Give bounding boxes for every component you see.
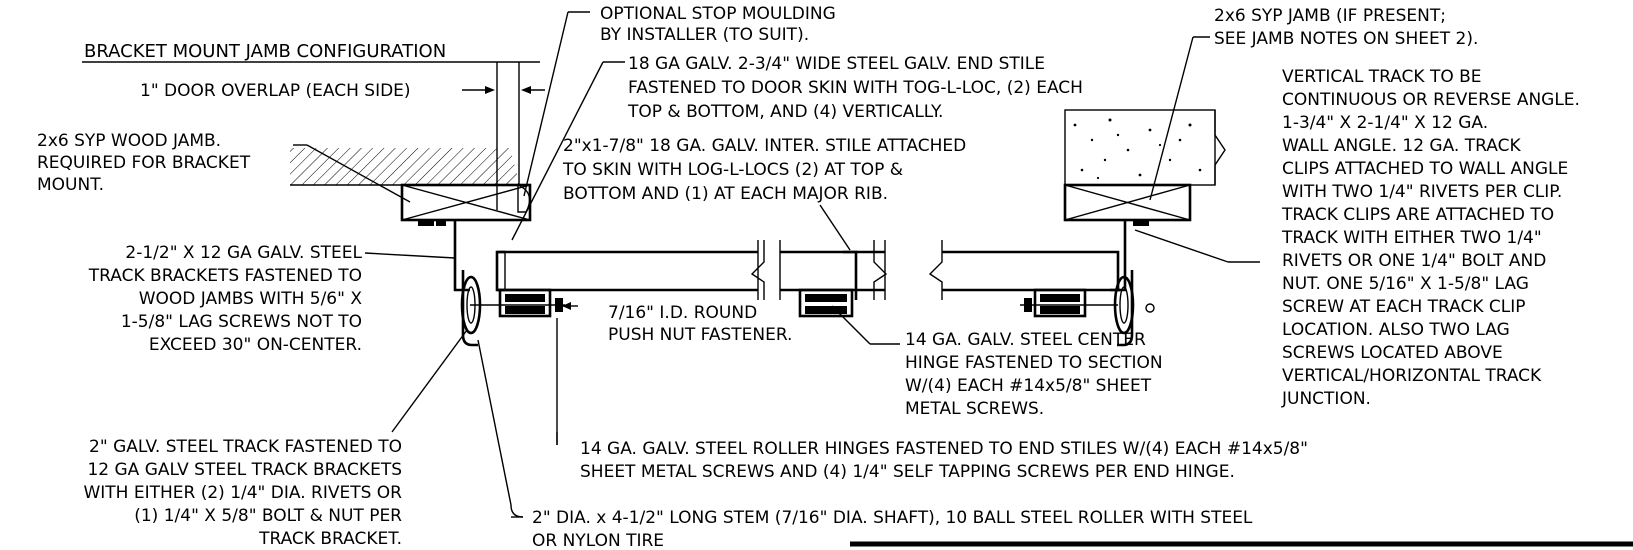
callout-line: MOUNT. [37,175,104,195]
callout-door-overlap: 1" DOOR OVERLAP (EACH SIDE) [140,81,411,101]
callout-line: 18 GA GALV. 2-3/4" WIDE STEEL GALV. END … [628,54,1045,74]
callout-line: WALL ANGLE. 12 GA. TRACK [1282,136,1521,156]
callout-roller: 2" DIA. x 4-1/2" LONG STEM (7/16" DIA. S… [532,508,1253,550]
callout-line: SCREWS LOCATED ABOVE [1282,343,1503,363]
callout-push-nut: 7/16" I.D. ROUND PUSH NUT FASTENER. [608,303,792,345]
callout-line: CONTINUOUS OR REVERSE ANGLE. [1282,90,1580,110]
callout-line: TRACK BRACKET. [258,529,402,549]
callout-line: OR NYLON TIRE [532,531,664,550]
right-wood-jamb [1063,183,1192,222]
callout-line: TO SKIN WITH LOG-L-LOCS (2) AT TOP & [562,160,903,180]
callout-roller-hinges: 14 GA. GALV. STEEL ROLLER HINGES FASTENE… [580,439,1308,482]
callout-line: 2" DIA. x 4-1/2" LONG STEM (7/16" DIA. S… [532,508,1253,528]
callout-vertical-track: VERTICAL TRACK TO BE CONTINUOUS OR REVER… [1281,67,1580,409]
callout-line: 14 GA. GALV. STEEL CENTER [905,330,1146,350]
callout-line: 12 GA GALV STEEL TRACK BRACKETS [87,460,402,480]
callout-line: CLIPS ATTACHED TO WALL ANGLE [1282,159,1568,179]
callout-line: WITH EITHER (2) 1/4" DIA. RIVETS OR [83,483,402,503]
callout-line: LOCATION. ALSO TWO LAG [1282,320,1510,340]
callout-line: W/(4) EACH #14x5/8" SHEET [905,376,1152,396]
drawing-title: BRACKET MOUNT JAMB CONFIGURATION [84,41,446,62]
callout-line: HINGE FASTENED TO SECTION [905,353,1163,373]
callout-line: WITH TWO 1/4" RIVETS PER CLIP. [1282,182,1562,202]
callout-line: TOP & BOTTOM, AND (4) VERTICALLY. [627,102,943,122]
callout-syp-jamb: 2x6 SYP JAMB (IF PRESENT; SEE JAMB NOTES… [1214,6,1478,49]
callout-steel-track: 2" GALV. STEEL TRACK FASTENED TO 12 GA G… [83,437,402,549]
callout-line: 14 GA. GALV. STEEL ROLLER HINGES FASTENE… [580,439,1308,459]
callout-line: FASTENED TO DOOR SKIN WITH TOG-L-LOC, (2… [628,78,1083,98]
callout-line: SHEET METAL SCREWS AND (4) 1/4" SELF TAP… [580,462,1235,482]
callout-line: PUSH NUT FASTENER. [608,325,792,345]
callout-end-stile: 18 GA GALV. 2-3/4" WIDE STEEL GALV. END … [627,54,1083,122]
callout-line: WOOD JAMBS WITH 5/6" X [139,289,363,309]
right-concrete-wall [1064,109,1226,186]
callout-line: TRACK CLIPS ARE ATTACHED TO [1281,205,1554,225]
callout-line: SEE JAMB NOTES ON SHEET 2). [1214,29,1478,49]
callout-line: RIVETS OR ONE 1/4" BOLT AND [1282,251,1546,271]
callout-line: 2-1/2" X 12 GA GALV. STEEL [125,243,362,263]
callout-inter-stile: 2"x1-7/8" 18 GA. GALV. INTER. STILE ATTA… [562,136,966,204]
callout-line: SCREW AT EACH TRACK CLIP [1282,297,1526,317]
callout-line: VERTICAL TRACK TO BE [1282,67,1482,87]
callout-center-hinge: 14 GA. GALV. STEEL CENTER HINGE FASTENED… [905,330,1163,419]
right-roller-hinge [1020,288,1118,318]
callout-track-brackets: 2-1/2" X 12 GA GALV. STEEL TRACK BRACKET… [88,243,363,355]
door-section [495,240,1120,300]
leader-lines [293,11,1260,518]
callout-line: NUT. ONE 5/16" X 1-5/8" LAG [1282,274,1529,294]
callout-line: 2" GALV. STEEL TRACK FASTENED TO [89,437,402,457]
callout-line: 2x6 SYP JAMB (IF PRESENT; [1214,6,1446,26]
callout-line: 1-3/4" X 2-1/4" X 12 GA. [1282,113,1488,133]
callout-line: BY INSTALLER (TO SUIT). [600,25,809,45]
callout-line: OPTIONAL STOP MOULDING [600,4,836,24]
callout-line: 1-5/8" LAG SCREWS NOT TO [121,312,362,332]
callout-line: (1) 1/4" X 5/8" BOLT & NUT PER [134,506,402,526]
left-track-bracket [418,220,470,292]
callout-line: VERTICAL/HORIZONTAL TRACK [1282,366,1542,386]
callout-line: 7/16" I.D. ROUND [608,303,757,323]
right-roller [1113,270,1155,347]
callout-line: REQUIRED FOR BRACKET [37,153,251,173]
left-wood-jamb [400,183,532,222]
callout-line: 2x6 SYP WOOD JAMB. [37,131,221,151]
left-wall [290,148,520,186]
callout-line: BOTTOM AND (1) AT EACH MAJOR RIB. [563,184,888,204]
callout-line: 2"x1-7/8" 18 GA. GALV. INTER. STILE ATTA… [563,136,966,156]
left-roller-hinge [470,288,565,318]
callout-line: TRACK BRACKETS FASTENED TO [88,266,362,286]
callout-line: EXCEED 30" ON-CENTER. [149,335,362,355]
callout-line: JUNCTION. [1281,389,1371,409]
callout-stop-moulding: OPTIONAL STOP MOULDING BY INSTALLER (TO … [600,4,836,45]
callout-line: TRACK WITH EITHER TWO 1/4" [1281,228,1542,248]
callout-line: 1" DOOR OVERLAP (EACH SIDE) [140,81,411,101]
title-group: BRACKET MOUNT JAMB CONFIGURATION [82,41,540,63]
overlap-dimension [462,62,545,210]
center-hinge [798,288,854,318]
right-track-bracket [1118,220,1149,292]
callout-line: METAL SCREWS. [905,399,1044,419]
callout-wood-jamb: 2x6 SYP WOOD JAMB. REQUIRED FOR BRACKET … [37,131,251,195]
